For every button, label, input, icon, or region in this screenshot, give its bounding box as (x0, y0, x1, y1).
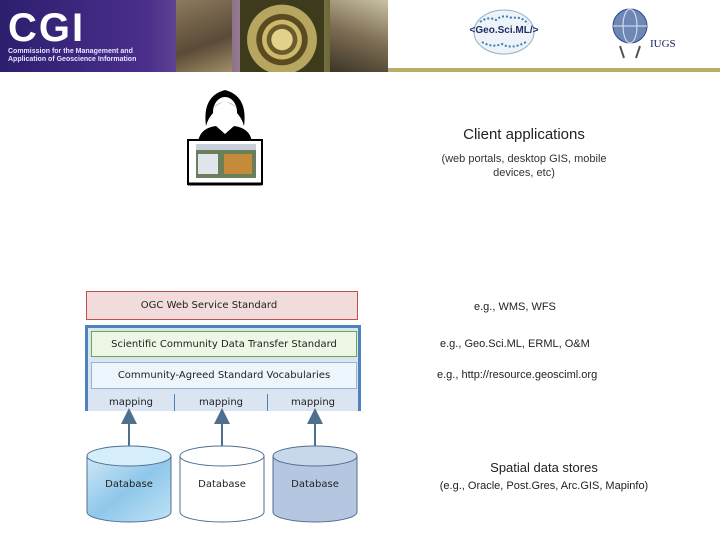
database-label: Database (291, 479, 339, 490)
spatial-data-stores-title: Spatial data stores (490, 460, 598, 475)
client-applications-title: Client applications (463, 126, 585, 143)
database-2-icon (179, 445, 265, 523)
mapping-cell: mapping (175, 394, 268, 411)
cgi-logo-text: CGI (8, 6, 86, 50)
banner-photo-ammonite (240, 0, 324, 72)
spatial-data-stores-subtitle: (e.g., Oracle, Post.Gres, Arc.GIS, Mapin… (439, 480, 649, 492)
cgi-tagline: Commission for the Management and Applic… (8, 48, 136, 64)
cgi-tagline-line2: Application of Geoscience Information (8, 56, 137, 63)
iugs-logo-text: IUGS (650, 38, 676, 50)
ogc-web-service-box: OGC Web Service Standard (86, 291, 358, 320)
user-laptop-icon (187, 90, 263, 186)
database-label: Database (198, 479, 246, 490)
database-1-icon (86, 445, 172, 523)
iugs-globe-icon (612, 8, 648, 59)
ogc-example: e.g., WMS, WFS (474, 301, 556, 313)
database-3-icon (272, 445, 358, 523)
cgi-tagline-line1: Commission for the Management and (8, 48, 133, 55)
banner-photo-rock (176, 0, 232, 72)
vocabularies-box: Community-Agreed Standard Vocabularies (91, 362, 357, 389)
mapping-cell: mapping (268, 394, 358, 411)
database-diagram (86, 408, 358, 523)
cgi-banner: CGI Commission for the Management and Ap… (0, 0, 388, 72)
banner-photo-landscape (330, 0, 388, 72)
iugs-logo: IUGS (610, 6, 682, 60)
mapping-cell: mapping (88, 394, 175, 411)
scientific-example: e.g., Geo.Sci.ML, ERML, O&M (440, 338, 590, 350)
vocab-example: e.g., http://resource.geosciml.org (437, 369, 598, 381)
geosciml-logo: <Geo.Sci.ML/> (466, 8, 542, 56)
banner-rule (388, 68, 720, 72)
scientific-standard-box: Scientific Community Data Transfer Stand… (91, 331, 357, 357)
geosciml-logo-text: <Geo.Sci.ML/> (469, 25, 539, 36)
database-label: Database (105, 479, 153, 490)
client-applications-subtitle: (web portals, desktop GIS, mobile device… (441, 153, 607, 179)
geosciml-globe-icon (473, 9, 535, 55)
